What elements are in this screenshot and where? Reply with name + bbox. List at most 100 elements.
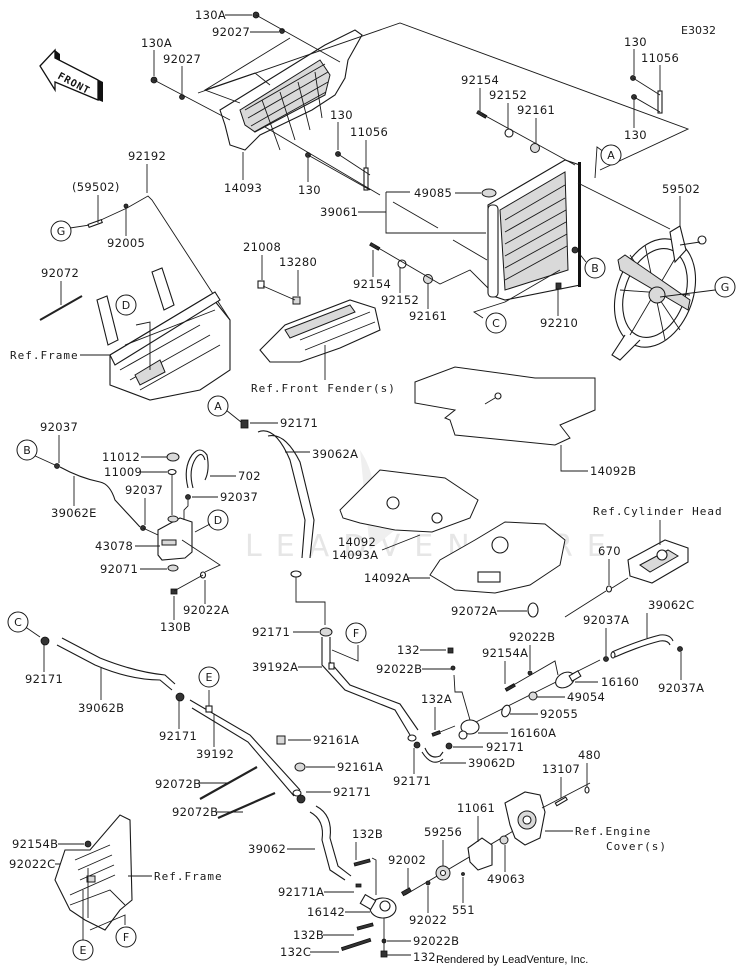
label-92161[interactable]: 92161 — [517, 103, 555, 117]
bolt-92154[interactable] — [476, 110, 488, 119]
label-130[interactable]: 130 — [624, 128, 647, 142]
bolt-13107[interactable] — [554, 796, 568, 807]
label-670[interactable]: 670 — [598, 544, 621, 558]
label-14093A[interactable]: 14093A — [332, 548, 378, 562]
o-ring-480[interactable] — [584, 786, 590, 794]
label-92072B[interactable]: 92072B — [172, 805, 218, 819]
label-43078[interactable]: 43078 — [95, 539, 133, 553]
bolt-132[interactable] — [380, 950, 388, 958]
label-92161A[interactable]: 92161A — [313, 733, 359, 747]
cooling-fan-59502[interactable] — [600, 225, 710, 361]
o-ring-92055[interactable] — [500, 704, 512, 718]
ref-frame-top[interactable]: Ref.Frame — [10, 349, 79, 362]
label-92154A[interactable]: 92154A — [482, 646, 528, 660]
label-130B[interactable]: 130B — [160, 620, 191, 634]
clip-92037[interactable] — [54, 463, 60, 469]
label-92171[interactable]: 92171 — [486, 740, 524, 754]
seal-49063[interactable] — [499, 835, 509, 845]
label-39062A[interactable]: 39062A — [312, 447, 358, 461]
washer-92022B[interactable] — [450, 665, 456, 671]
bolt-132B[interactable] — [356, 922, 374, 931]
ref-engine-cover-2[interactable]: Cover(s) — [606, 840, 667, 853]
label-11061[interactable]: 11061 — [457, 801, 495, 815]
label-92161[interactable]: 92161 — [409, 309, 447, 323]
clamp-92171[interactable] — [296, 794, 306, 804]
label-92022B[interactable]: 92022B — [413, 934, 459, 948]
label-21008[interactable]: 21008 — [243, 240, 281, 254]
label-92005[interactable]: 92005 — [107, 236, 145, 250]
hose-39062A[interactable] — [257, 430, 315, 559]
ref-frame-bottom[interactable]: Ref.Frame — [154, 870, 223, 883]
clamp-92171[interactable] — [445, 742, 453, 750]
clamp-92171A[interactable] — [355, 883, 362, 888]
label-92171[interactable]: 92171 — [159, 729, 197, 743]
label-92022B[interactable]: 92022B — [509, 630, 555, 644]
ref-cylinder-head[interactable]: Ref.Cylinder Head — [593, 505, 723, 518]
label-39062C[interactable]: 39062C — [648, 598, 694, 612]
label-92027[interactable]: 92027 — [212, 25, 250, 39]
label-39062[interactable]: 39062 — [248, 842, 286, 856]
o-ring-670[interactable] — [605, 585, 613, 593]
label-130A[interactable]: 130A — [195, 8, 226, 22]
label-92022B[interactable]: 92022B — [376, 662, 422, 676]
cable-tie-92072B[interactable] — [199, 766, 258, 800]
label-49054[interactable]: 49054 — [567, 690, 605, 704]
o-ring-11009[interactable] — [167, 468, 177, 476]
reservoir-tank-43078[interactable] — [157, 515, 193, 561]
bolt-92154[interactable] — [369, 242, 381, 251]
label-92072[interactable]: 92072 — [41, 266, 79, 280]
label-59256[interactable]: 59256 — [424, 825, 462, 839]
label-130[interactable]: 130 — [330, 108, 353, 122]
pipe-39192A[interactable] — [321, 637, 419, 736]
heat-shield-14092B[interactable] — [414, 366, 596, 446]
label-92037[interactable]: 92037 — [220, 490, 258, 504]
clamp-92171[interactable] — [319, 627, 333, 637]
label-92171[interactable]: 92171 — [333, 785, 371, 799]
label-11009[interactable]: 11009 — [104, 465, 142, 479]
fan-harness-59502[interactable] — [87, 218, 103, 228]
label-59502[interactable]: 59502 — [662, 182, 700, 196]
label-39192[interactable]: 39192 — [196, 747, 234, 761]
label-14093[interactable]: 14093 — [224, 181, 262, 195]
label-130A[interactable]: 130A — [141, 36, 172, 50]
label-92022C[interactable]: 92022C — [9, 857, 55, 871]
label-132C[interactable]: 132C — [280, 945, 311, 959]
label-16160[interactable]: 16160 — [601, 675, 639, 689]
clamp-92037A[interactable] — [603, 656, 609, 662]
clamp-92037A[interactable] — [677, 646, 683, 652]
label-92022[interactable]: 92022 — [409, 913, 447, 927]
thermostat-cover-16160A[interactable] — [458, 719, 480, 740]
label-92154[interactable]: 92154 — [353, 277, 391, 291]
label-551[interactable]: 551 — [452, 903, 475, 917]
nut-13280[interactable] — [292, 296, 301, 305]
thermostat-49054[interactable] — [528, 691, 538, 701]
label-92171A[interactable]: 92171A — [278, 885, 324, 899]
label-92037A[interactable]: 92037A — [583, 613, 629, 627]
ref-front-fender[interactable]: Ref.Front Fender(s) — [251, 382, 396, 395]
label-92210[interactable]: 92210 — [540, 316, 578, 330]
grommet-92161A[interactable] — [294, 762, 306, 772]
cable-tie-92072B[interactable] — [217, 791, 276, 820]
water-pump-16142[interactable] — [359, 893, 397, 919]
label-92002[interactable]: 92002 — [388, 853, 426, 867]
label-14092B[interactable]: 14092B — [590, 464, 636, 478]
label-92154B[interactable]: 92154B — [12, 837, 58, 851]
bolt-132A[interactable] — [431, 730, 441, 737]
label-39062E[interactable]: 39062E — [51, 506, 97, 520]
label-49063[interactable]: 49063 — [487, 872, 525, 886]
bolt-132C[interactable] — [340, 937, 372, 952]
label-11056[interactable]: 11056 — [641, 51, 679, 65]
label-130[interactable]: 130 — [624, 35, 647, 49]
label-49085[interactable]: 49085 — [414, 186, 452, 200]
label-59502-paren[interactable]: (59502) — [72, 180, 120, 194]
label-16142[interactable]: 16142 — [307, 905, 345, 919]
label-92171[interactable]: 92171 — [252, 625, 290, 639]
label-11056[interactable]: 11056 — [350, 125, 388, 139]
grommet-92161[interactable] — [423, 274, 433, 284]
label-92022A[interactable]: 92022A — [183, 603, 229, 617]
label-13280[interactable]: 13280 — [279, 255, 317, 269]
label-132B[interactable]: 132B — [352, 827, 383, 841]
hose-39062E[interactable] — [59, 466, 141, 528]
label-132B[interactable]: 132B — [293, 928, 324, 942]
label-39062D[interactable]: 39062D — [468, 756, 515, 770]
